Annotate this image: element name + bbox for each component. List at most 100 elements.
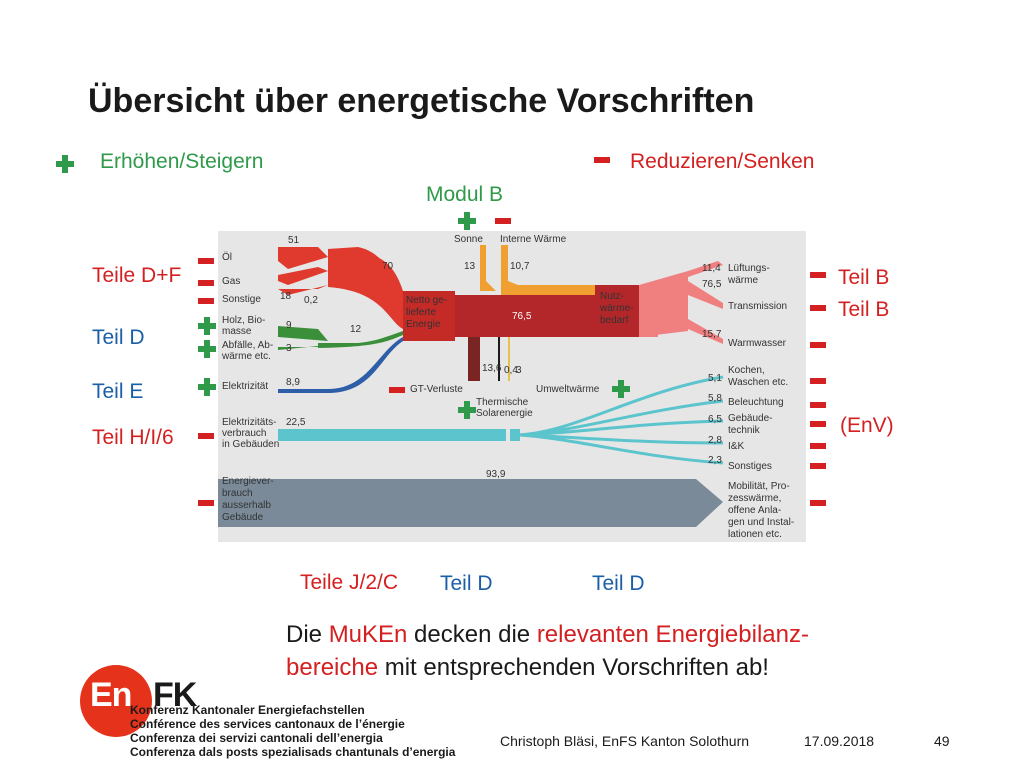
org-name-fr: Conférence des services cantonaux de l’é… xyxy=(130,717,405,731)
svg-text:brauch: brauch xyxy=(222,488,253,499)
svg-text:masse: masse xyxy=(222,326,252,337)
svg-text:Umweltwärme: Umweltwärme xyxy=(536,384,600,395)
svg-text:Gebäude-: Gebäude- xyxy=(728,413,772,424)
label-env: (EnV) xyxy=(840,414,894,437)
svg-text:Sonstiges: Sonstiges xyxy=(728,461,772,472)
minus-icon xyxy=(810,443,826,449)
svg-text:Interne Wärme: Interne Wärme xyxy=(500,234,567,245)
flow-gas xyxy=(278,267,328,285)
flow-renewable-merge xyxy=(318,331,403,348)
svg-text:GT-Verluste: GT-Verluste xyxy=(410,384,463,395)
net-energy-block xyxy=(403,291,455,341)
svg-text:Abfälle, Ab-: Abfälle, Ab- xyxy=(222,340,273,351)
minus-icon xyxy=(594,157,610,163)
logo-fk-text: FK xyxy=(153,676,197,714)
flow-abfaelle xyxy=(278,345,328,350)
svg-text:76,5: 76,5 xyxy=(702,279,722,290)
nutzwaerme-block xyxy=(595,285,639,337)
svg-text:offene Anla-: offene Anla- xyxy=(728,505,781,516)
legend-increase: Erhöhen/Steigern xyxy=(100,150,264,173)
plus-icon xyxy=(198,317,216,335)
plus-icon xyxy=(198,378,216,396)
svg-text:76,5: 76,5 xyxy=(512,311,532,322)
minus-icon xyxy=(198,298,214,304)
svg-text:3: 3 xyxy=(286,343,292,354)
svg-text:zesswärme,: zesswärme, xyxy=(728,493,781,504)
svg-text:5,1: 5,1 xyxy=(708,373,722,384)
svg-text:Solarenergie: Solarenergie xyxy=(476,408,533,419)
svg-text:Energiever-: Energiever- xyxy=(222,476,274,487)
plus-icon xyxy=(198,340,216,358)
svg-text:9: 9 xyxy=(286,320,292,331)
minus-icon xyxy=(389,387,405,393)
page-title: Übersicht über energetische Vorschriften xyxy=(88,82,755,120)
energy-flow-diagram: Öl Gas Sonstige Holz, Bio- masse Abfälle… xyxy=(218,231,806,542)
svg-text:Waschen etc.: Waschen etc. xyxy=(728,377,788,388)
svg-text:0,4: 0,4 xyxy=(504,365,518,376)
svg-text:wärme: wärme xyxy=(727,275,758,286)
flow-holz xyxy=(278,326,328,341)
svg-text:Holz, Bio-: Holz, Bio- xyxy=(222,315,265,326)
flow-interne-waerme xyxy=(501,245,596,295)
svg-text:5,8: 5,8 xyxy=(708,393,722,404)
svg-text:ausserhalb: ausserhalb xyxy=(222,500,271,511)
minus-icon xyxy=(810,342,826,348)
svg-text:Kochen,: Kochen, xyxy=(728,365,765,376)
svg-text:11,4: 11,4 xyxy=(702,263,721,274)
svg-text:lieferte: lieferte xyxy=(406,307,436,318)
svg-text:Nutz-: Nutz- xyxy=(600,291,624,302)
flow-elverbrauch xyxy=(278,429,506,441)
plus-icon xyxy=(612,380,630,398)
svg-text:Mobilität, Pro-: Mobilität, Pro- xyxy=(728,481,790,492)
minus-icon xyxy=(810,421,826,427)
svg-text:15,7: 15,7 xyxy=(702,329,722,340)
svg-text:wärme etc.: wärme etc. xyxy=(221,351,271,362)
minus-icon xyxy=(198,500,214,506)
plus-icon xyxy=(458,401,476,419)
org-name-rm: Conferenza dals posts spezialisads chant… xyxy=(130,745,456,759)
svg-text:Gas: Gas xyxy=(222,276,240,287)
svg-text:Transmission: Transmission xyxy=(728,301,787,312)
svg-text:6,5: 6,5 xyxy=(708,414,722,425)
svg-text:verbrauch: verbrauch xyxy=(222,428,266,439)
logo-en-text: En xyxy=(90,676,132,714)
svg-text:gen und Instal-: gen und Instal- xyxy=(728,517,794,528)
flow-extern xyxy=(218,479,723,527)
minus-icon xyxy=(495,218,511,224)
flow-gt-verluste xyxy=(468,337,480,381)
minus-icon xyxy=(810,500,826,506)
svg-text:Warmwasser: Warmwasser xyxy=(728,338,787,349)
minus-icon xyxy=(810,305,826,311)
svg-text:in Gebäuden: in Gebäuden xyxy=(222,439,279,450)
plus-icon xyxy=(458,212,476,230)
conclusion-text: Die MuKEn decken die relevanten Energieb… xyxy=(286,621,809,681)
svg-text:Thermische: Thermische xyxy=(476,397,529,408)
minus-icon xyxy=(810,272,826,278)
svg-text:22,5: 22,5 xyxy=(286,417,306,428)
svg-text:70: 70 xyxy=(382,261,394,272)
svg-text:51: 51 xyxy=(288,235,300,246)
svg-text:I&K: I&K xyxy=(728,441,744,452)
flow-oel xyxy=(278,247,328,269)
svg-text:bedarf: bedarf xyxy=(600,315,629,326)
svg-text:13,6: 13,6 xyxy=(482,363,502,374)
svg-text:Sonne: Sonne xyxy=(454,234,483,245)
minus-icon xyxy=(810,378,826,384)
label-teil-d-bottom2: Teil D xyxy=(592,572,645,595)
svg-text:Lüftungs-: Lüftungs- xyxy=(728,263,770,274)
label-modul-b: Modul B xyxy=(426,183,504,206)
svg-text:2,8: 2,8 xyxy=(708,435,722,446)
label-teil-hi6: Teil H/I/6 xyxy=(92,426,174,449)
flow-sonne xyxy=(480,245,496,291)
label-teile-df: Teile D+F xyxy=(92,264,182,287)
flow-electricity-fan xyxy=(519,375,724,465)
minus-icon xyxy=(198,280,214,286)
svg-text:0,2: 0,2 xyxy=(304,295,318,306)
svg-text:Gebäude: Gebäude xyxy=(222,512,264,523)
label-teile-j2c: Teile J/2/C xyxy=(300,571,399,594)
svg-text:13: 13 xyxy=(464,261,476,272)
svg-text:Elektrizität: Elektrizität xyxy=(222,381,268,392)
svg-text:3: 3 xyxy=(516,365,522,376)
footer-date: 17.09.2018 xyxy=(804,733,875,749)
svg-text:wärme-: wärme- xyxy=(599,303,633,314)
